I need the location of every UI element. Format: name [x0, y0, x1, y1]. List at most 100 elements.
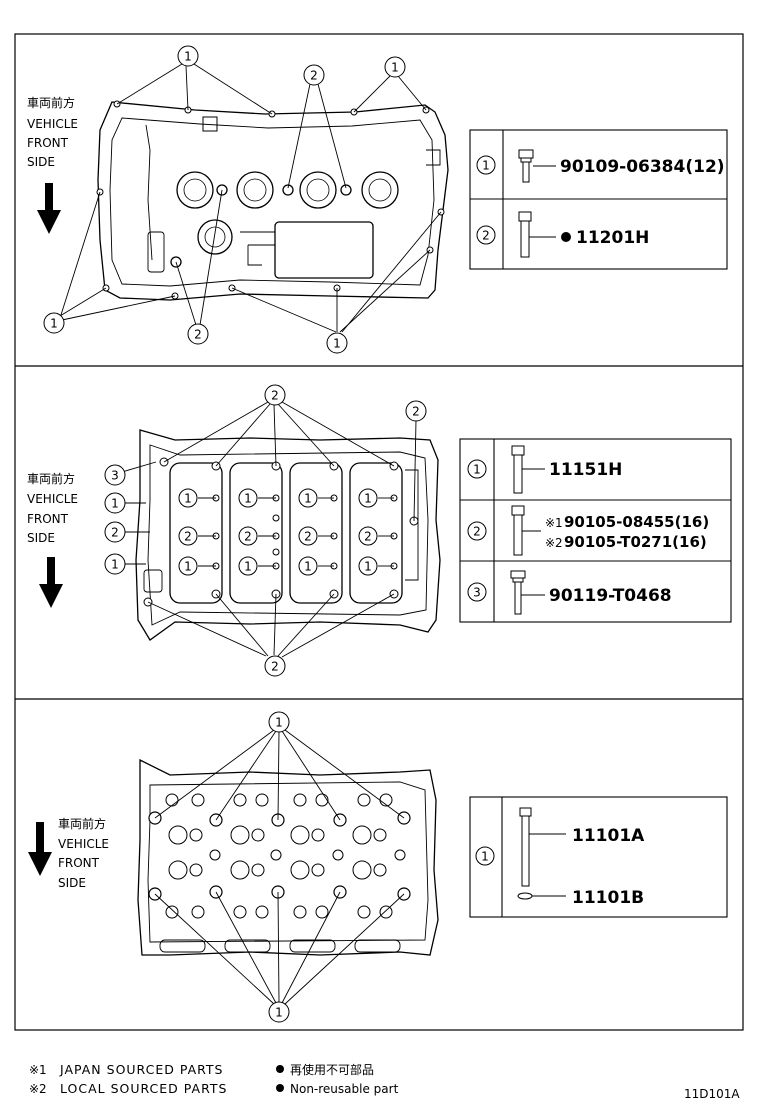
svg-text:3: 3: [473, 586, 481, 600]
svg-text:2: 2: [473, 525, 481, 539]
bolt-icon: [511, 505, 525, 556]
front-label-vehicle: VEHICLE: [27, 117, 78, 131]
figure-code: 11D101A: [684, 1087, 740, 1101]
part-number-90105-T0271: 90105-T0271(16): [564, 533, 707, 551]
parts-table-1: 1 90109-06384(12) 2 11201H: [469, 129, 728, 270]
cylinder-head-drawing: [135, 429, 441, 641]
callout-1-bay: 1: [238, 556, 258, 576]
table-2-ref-2: 2: [467, 521, 487, 541]
svg-text:1: 1: [391, 61, 399, 75]
svg-text:1: 1: [184, 50, 192, 64]
svg-text:2: 2: [482, 229, 490, 243]
callout-2-bottom: 2: [187, 323, 209, 345]
front-label-side: SIDE: [27, 531, 55, 545]
bay-callouts: 1 1 1 1 2 2 2 2 1 1 1 1: [178, 488, 378, 576]
callout-1-bay: 1: [298, 556, 318, 576]
svg-text:1: 1: [364, 492, 372, 506]
washer-icon: [517, 892, 533, 900]
block-holes: [165, 793, 406, 919]
long-bolt-icon: [519, 807, 532, 887]
front-label-front: FRONT: [27, 136, 69, 150]
callout-1-bay: 1: [298, 488, 318, 508]
callout-2-bay: 2: [178, 526, 198, 546]
svg-text:2: 2: [111, 526, 119, 540]
svg-text:1: 1: [333, 337, 341, 351]
front-label-jp: 車両前方: [27, 95, 75, 110]
svg-text:1: 1: [111, 558, 119, 572]
callout-1-top: 1: [177, 45, 199, 67]
svg-text:1: 1: [244, 560, 252, 574]
part-number-11101B: 11101B: [572, 888, 644, 908]
callout-1-bottom-right: 1: [326, 332, 348, 354]
front-label-jp: 車両前方: [58, 816, 106, 831]
local-sourced-mark: ※2: [545, 536, 563, 550]
svg-text:1: 1: [275, 1006, 283, 1020]
svg-text:1: 1: [481, 850, 489, 864]
callout-1-bottom: 1: [268, 1001, 290, 1023]
front-label-jp: 車両前方: [27, 471, 75, 486]
svg-text:2: 2: [244, 530, 252, 544]
callout-2-top: 2: [303, 64, 325, 86]
callout-1-bay: 1: [178, 556, 198, 576]
part-number-90119-T0468: 90119-T0468: [549, 586, 672, 606]
svg-text:3: 3: [111, 469, 119, 483]
svg-text:1: 1: [304, 492, 312, 506]
svg-text:1: 1: [111, 497, 119, 511]
part-number-90105-08455: 90105-08455(16): [564, 513, 709, 531]
table-2-ref-3: 3: [467, 582, 487, 602]
footnote-2-mark: ※2: [29, 1082, 47, 1096]
cylinder-head-cover-drawing: [97, 101, 449, 301]
table-1-ref-1: 1: [476, 155, 496, 175]
svg-text:1: 1: [482, 159, 490, 173]
leader-lines: [154, 729, 405, 1005]
svg-text:1: 1: [473, 463, 481, 477]
callout-1-top-right: 1: [384, 56, 406, 78]
footnote-1-text: JAPAN SOURCED PARTS: [59, 1062, 223, 1077]
callout-2-bay: 2: [298, 526, 318, 546]
front-label-front: FRONT: [58, 856, 100, 870]
part-number-11201H: 11201H: [576, 228, 649, 248]
svg-text:1: 1: [244, 492, 252, 506]
non-reusable-jp: 再使用不可部品: [290, 1062, 374, 1077]
parts-table-3: 1 11101A 11101B: [469, 796, 728, 918]
svg-text:1: 1: [184, 560, 192, 574]
table-2-ref-1: 1: [467, 459, 487, 479]
bolt-icon: [511, 445, 525, 494]
svg-text:1: 1: [364, 560, 372, 574]
bolt-icon: [518, 211, 532, 258]
svg-text:1: 1: [50, 317, 58, 331]
bolt-icon: [510, 570, 526, 615]
footnote-2-text: LOCAL SOURCED PARTS: [60, 1081, 227, 1096]
callout-2-bay: 2: [238, 526, 258, 546]
table-1-ref-2: 2: [476, 225, 496, 245]
callout-1-left: 1: [104, 492, 126, 514]
bolt-icon: [518, 149, 534, 183]
callout-1-top: 1: [268, 711, 290, 733]
svg-text:2: 2: [412, 405, 420, 419]
panel-1: 車両前方 VEHICLE FRONT SIDE: [27, 45, 728, 354]
footnote-1-mark: ※1: [29, 1063, 47, 1077]
parts-table-2: 1 11151H 2 ※1 90105-08455(16) ※2 90105-T…: [459, 438, 732, 623]
leader-lines: [59, 63, 442, 333]
front-label-vehicle: VEHICLE: [27, 492, 78, 506]
front-label-side: SIDE: [58, 876, 86, 890]
svg-text:1: 1: [184, 492, 192, 506]
svg-text:2: 2: [194, 328, 202, 342]
svg-text:1: 1: [304, 560, 312, 574]
part-number-90109-06384: 90109-06384(12): [560, 157, 725, 177]
front-label-front: FRONT: [27, 512, 69, 526]
callout-1-bay: 1: [358, 488, 378, 508]
front-arrow-icon: [28, 822, 52, 876]
panel-2: 車両前方 VEHICLE FRONT SIDE: [27, 384, 732, 677]
callout-2-left: 2: [104, 521, 126, 543]
non-reusable-en: Non-reusable part: [290, 1082, 399, 1096]
non-reusable-dot-icon: [561, 232, 571, 242]
part-number-11101A: 11101A: [572, 826, 645, 846]
svg-text:2: 2: [310, 69, 318, 83]
callout-1-bay: 1: [178, 488, 198, 508]
front-arrow-icon: [39, 557, 63, 608]
svg-text:2: 2: [184, 530, 192, 544]
svg-text:2: 2: [304, 530, 312, 544]
callout-2-top-right: 2: [405, 400, 427, 422]
